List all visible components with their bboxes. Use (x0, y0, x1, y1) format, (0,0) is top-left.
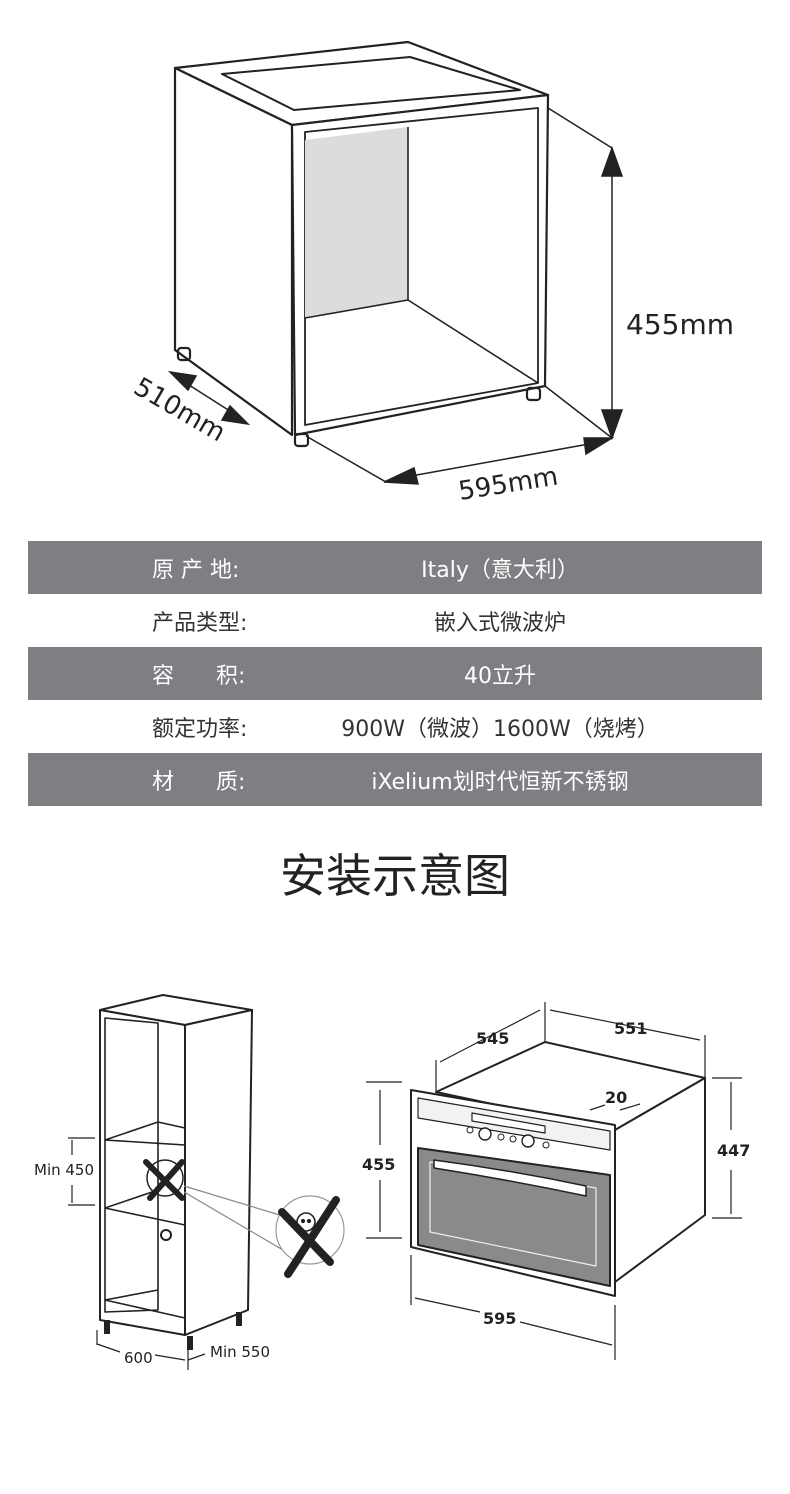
spec-label: 产品类型: (152, 610, 248, 636)
spec-value: iXelium划时代恒新不锈钢 (371, 769, 629, 795)
oven-handle (433, 1159, 587, 1197)
spec-row-material: 材 质: iXelium划时代恒新不锈钢 (28, 753, 762, 806)
spec-value: 40立升 (464, 663, 536, 689)
spec-value: Italy（意大利） (421, 557, 579, 583)
width-label: 595mm (456, 462, 560, 507)
spec-row-power: 额定功率: 900W（微波）1600W（烧烤） (28, 700, 762, 753)
min-550-label: Min 550 (210, 1343, 270, 1361)
oven-button (542, 1141, 550, 1149)
leg (236, 1312, 242, 1326)
cabinet-socket (160, 1229, 172, 1241)
height-455-label: 455 (362, 1155, 395, 1174)
oven-display (471, 1112, 546, 1134)
cabinet-inner-back (305, 127, 408, 318)
spec-label: 容 积: (152, 663, 246, 689)
spec-row-origin: 原 产 地: Italy（意大利） (28, 541, 762, 594)
foot-front-right (525, 386, 542, 402)
cabinet-left-side (173, 66, 294, 437)
oven-button (466, 1126, 474, 1134)
spec-label: 材 质: (152, 769, 246, 795)
spec-value: 嵌入式微波炉 (433, 610, 566, 636)
height-label: 455mm (626, 308, 734, 341)
spec-value: 900W（微波）1600W（烧烤） (341, 716, 659, 742)
tall-cabinet-side (184, 1009, 253, 1336)
width-600-label: 600 (124, 1349, 153, 1367)
cabinet-diagram: 455mm 510mm 595mm (129, 40, 734, 507)
spec-row-type: 产品类型: 嵌入式微波炉 (28, 594, 762, 647)
install-title: 安装示意图 (280, 849, 510, 903)
height-447-label: 447 (717, 1141, 750, 1160)
spec-label: 原 产 地: (152, 557, 240, 583)
width-595-label: 595 (483, 1309, 516, 1328)
socket-zoom (275, 1195, 345, 1278)
oven-knob-left (478, 1127, 492, 1141)
foot-left-back (176, 346, 192, 362)
leg (104, 1320, 110, 1334)
spec-row-capacity: 容 积: 40立升 (28, 647, 762, 700)
spec-table: 原 产 地: Italy（意大利） 产品类型: 嵌入式微波炉 容 积: 40立升… (28, 541, 762, 806)
spec-label: 额定功率: (152, 716, 248, 742)
oven-knob-right (521, 1134, 535, 1148)
oven-button (497, 1133, 505, 1141)
depth-label: 510mm (129, 372, 231, 448)
oven-depth-545-label: 545 (476, 1029, 509, 1048)
leg (187, 1336, 193, 1350)
min-450-label: Min 450 (34, 1161, 94, 1179)
oven-button (509, 1135, 517, 1143)
oven-width-551-label: 551 (614, 1019, 647, 1038)
frame-20-label: 20 (605, 1088, 627, 1107)
tall-cabinet-opening (104, 1017, 159, 1313)
hob-plate (221, 56, 521, 111)
install-diagram: Min 450 600 Min 550 (34, 994, 750, 1370)
foot-front-left (293, 432, 310, 448)
